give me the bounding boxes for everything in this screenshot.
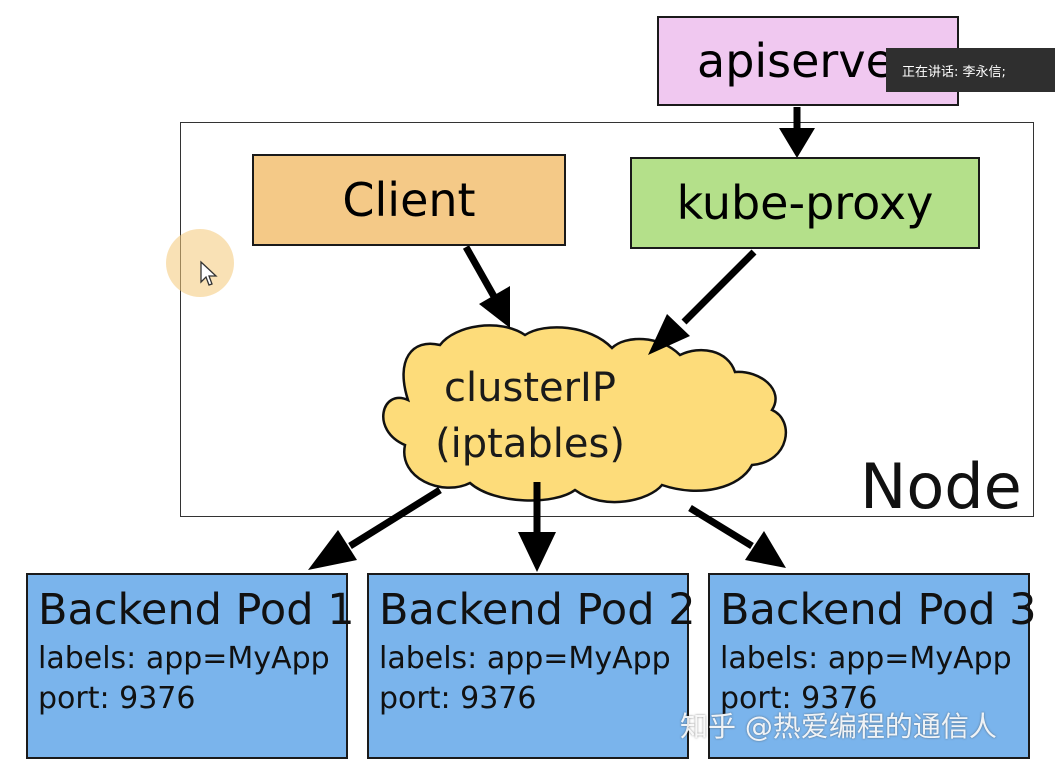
apiserver-label: apiserve: [697, 34, 894, 88]
kube-proxy-label: kube-proxy: [676, 176, 934, 230]
pod-title: Backend Pod 1: [38, 585, 355, 635]
client-box: Client: [252, 154, 566, 246]
arrowhead-clusterip-left: [479, 286, 510, 328]
backend-pod-2: Backend Pod 2 labels: app=MyApp port: 93…: [367, 573, 696, 759]
speaking-indicator: 正在讲话: 李永信;: [886, 48, 1055, 92]
arrow-clusterip-pod1: [348, 487, 442, 549]
arrowhead-pod3: [745, 531, 786, 568]
backend-pod-3: Backend Pod 3 labels: app=MyApp port: 93…: [708, 573, 1037, 759]
arrowhead-clusterip-right: [648, 314, 690, 355]
node-label: Node: [860, 450, 1022, 523]
clusterip-label: clusterIP (iptables): [380, 360, 680, 472]
arrowhead-pod2: [518, 532, 556, 572]
arrowhead-pod1: [308, 530, 357, 570]
pod-port: port: 9376: [379, 681, 537, 716]
node-boundary: [180, 122, 1034, 517]
kube-proxy-box: kube-proxy: [630, 157, 980, 249]
arrow-client-clusterip: [462, 245, 500, 302]
pod-title: Backend Pod 3: [720, 585, 1037, 635]
mouse-pointer-icon: [200, 260, 218, 286]
arrowhead-kubeproxy: [779, 128, 815, 158]
client-label: Client: [342, 173, 476, 227]
clusterip-cloud: [382, 324, 787, 504]
pod-labels: labels: app=MyApp: [720, 641, 1012, 676]
clusterip-line-2: (iptables): [435, 421, 625, 467]
speaking-text: 正在讲话: 李永信;: [902, 64, 1006, 80]
arrow-clusterip-pod3: [688, 505, 754, 549]
backend-pod-1: Backend Pod 1 labels: app=MyApp port: 93…: [26, 573, 355, 759]
cursor-highlight: [166, 229, 234, 297]
pod-labels: labels: app=MyApp: [38, 641, 330, 676]
pod-port: port: 9376: [38, 681, 196, 716]
pod-port: port: 9376: [720, 681, 878, 716]
clusterip-line-1: clusterIP: [444, 365, 616, 411]
pod-title: Backend Pod 2: [379, 585, 696, 635]
arrow-kubeproxy-clusterip: [681, 249, 757, 325]
pod-labels: labels: app=MyApp: [379, 641, 671, 676]
watermark: 知乎 @热爱编程的通信人: [680, 710, 997, 743]
